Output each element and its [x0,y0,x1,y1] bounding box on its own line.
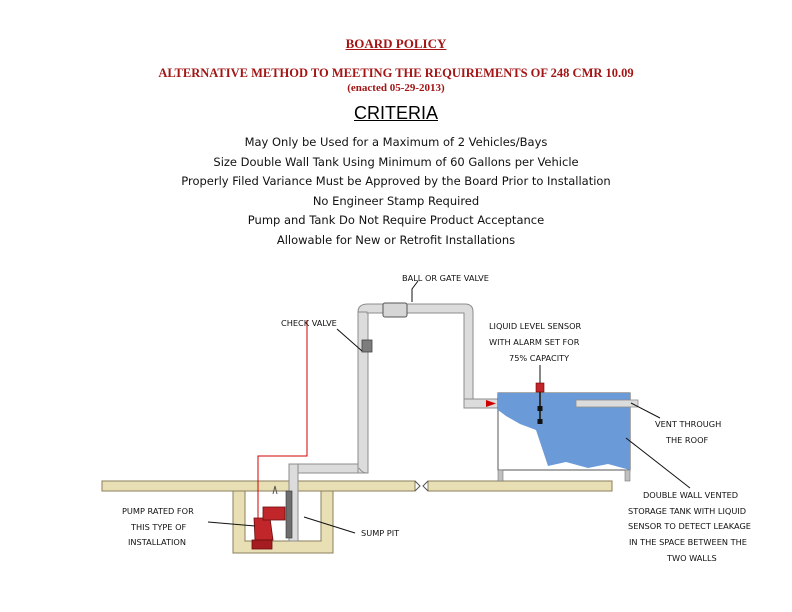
flow-arrow-icon [272,400,496,495]
pump-label: INSTALLATION [128,537,186,547]
ball-valve-leader [411,280,419,302]
vent-label: VENT THROUGH [655,419,721,429]
criteria-item: Pump and Tank Do Not Require Product Acc… [247,213,545,228]
criteria-item: Size Double Wall Tank Using Minimum of 6… [213,154,579,169]
pump-label: THIS TYPE OF [130,522,187,532]
ball-valve-icon [382,302,408,318]
criteria-list: May Only be Used for a Maximum of 2 Vehi… [0,133,792,251]
sump-pit [232,490,334,554]
enacted-date: (enacted 05-29-2013) [347,82,445,94]
floor-slab [101,480,613,492]
criteria-heading: CRITERIA [353,103,438,123]
tank-label: STORAGE TANK WITH LIQUID [628,506,746,516]
tank-vent-pipe [575,399,639,408]
check-valve-leader [336,328,363,352]
power-cord [257,320,308,518]
tank-leader [625,437,691,489]
sensor-label: LIQUID LEVEL SENSOR [489,321,582,331]
criteria-item: No Engineer Stamp Required [312,193,480,208]
ball-valve-label: BALL OR GATE VALVE [402,273,489,283]
criteria-item: May Only be Used for a Maximum of 2 Vehi… [244,135,548,149]
discharge-piping [288,303,501,542]
vent-label: THE ROOF [665,435,709,445]
pump-label: PUMP RATED FOR [122,506,194,516]
pump-icon [251,490,293,550]
policy-title: ALTERNATIVE METHOD TO MEETING THE REQUIR… [158,66,634,80]
criteria-item: Allowable for New or Retrofit Installati… [276,232,516,247]
tank-label: SENSOR TO DETECT LEAKAGE [628,521,751,531]
sump-label: SUMP PIT [361,528,400,538]
sensor-label: 75% CAPACITY [509,353,570,363]
tank-label: IN THE SPACE BETWEEN THE [629,537,747,547]
sump-leader [303,516,356,534]
tank-label: TWO WALLS [666,553,717,563]
board-policy-heading: BOARD POLICY [345,36,447,51]
sensor-label: WITH ALARM SET FOR [489,337,580,347]
check-valve-icon [361,339,373,353]
pump-leader [207,521,256,527]
vent-leader [630,402,661,419]
tank-label: DOUBLE WALL VENTED [643,490,738,500]
criteria-item: Properly Filed Variance Must be Approved… [181,174,611,189]
check-valve-label: CHECK VALVE [281,318,337,328]
